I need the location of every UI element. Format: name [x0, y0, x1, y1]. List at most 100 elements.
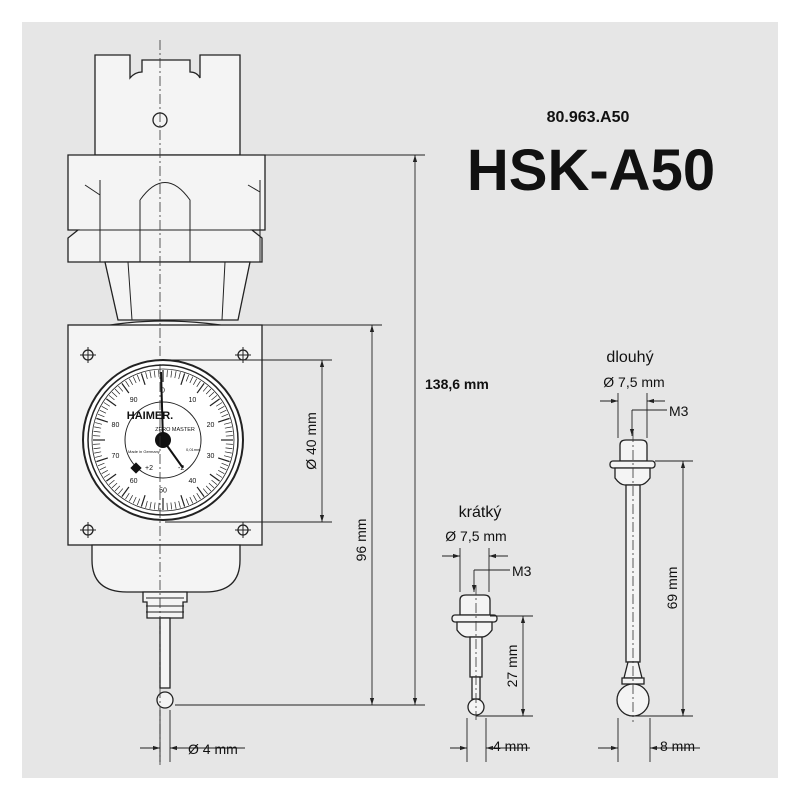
dimension-total: 138,6 mm [175, 154, 489, 706]
dial-tick [224, 451, 232, 454]
dial-tick [211, 395, 218, 401]
short-thread-label: M3 [512, 563, 532, 579]
dial-tick [216, 473, 223, 478]
dial-tick [94, 451, 102, 454]
long-diameter-label: Ø 7,5 mm [603, 374, 664, 390]
screw-icon [80, 522, 96, 538]
dial-tick [101, 405, 108, 410]
dial-number: 40 [188, 478, 196, 485]
short-diameter-label: Ø 7,5 mm [445, 528, 506, 544]
dial-tick [111, 482, 118, 489]
dial-tick [205, 388, 212, 395]
part-number: 80.963.A50 [547, 109, 630, 126]
dial-tick [225, 447, 233, 450]
dial-tick [219, 409, 227, 414]
dial-tick [103, 473, 110, 478]
tip-diameter-label: Ø 4 mm [188, 741, 238, 757]
dial-tick [95, 422, 103, 425]
dial-tick [196, 383, 205, 394]
screw-icon [235, 347, 251, 363]
dial-number: 20 [207, 422, 215, 429]
dial-tick [221, 413, 229, 418]
dial-tick [149, 501, 152, 509]
dial-tick [132, 376, 137, 384]
screw-icon [235, 522, 251, 538]
dial-tick [96, 457, 109, 463]
dial-tick [217, 417, 230, 423]
dial-tick [132, 496, 137, 504]
dial-number: 70 [112, 453, 120, 460]
dial-tick [178, 372, 181, 380]
dial-tick [223, 455, 231, 458]
dial-tick [217, 457, 230, 463]
dial-tick [196, 493, 201, 500]
dial-tick [118, 488, 124, 495]
dial-number: 90 [130, 397, 138, 404]
dial-resolution: 0,01mm [186, 447, 201, 452]
lower-housing [91, 544, 241, 593]
dial-tick [202, 385, 208, 392]
dial-tick [136, 374, 141, 382]
hsk-shank [94, 54, 241, 156]
dial-number: 30 [207, 453, 215, 460]
dial-tick [128, 495, 133, 502]
dial-tick [196, 380, 201, 387]
short-stylus-label: krátký [459, 504, 502, 521]
dial-tick [196, 486, 205, 497]
dial-tick [209, 473, 220, 482]
stylus-shaft [159, 617, 171, 689]
dial-tick [108, 479, 115, 485]
dial-tick [145, 372, 148, 380]
dial-tick [106, 473, 117, 482]
dial-tick [140, 373, 146, 386]
dial-number: 0 [161, 388, 165, 395]
dial-tick [189, 376, 194, 384]
dial-tick [185, 374, 190, 382]
body-length-label: 96 mm [353, 519, 369, 562]
dial-tick [153, 370, 156, 378]
dial-tick [128, 378, 133, 385]
stylus-short: krátký Ø 7,5 mm M3 27 mm 4 mm [442, 504, 533, 762]
dial-number: 60 [130, 478, 138, 485]
dial-tick [174, 501, 177, 509]
dimension-tip: Ø 4 mm [140, 710, 245, 762]
short-ball-label: 4 mm [493, 738, 528, 754]
dial-product: ZERO MASTER [155, 427, 195, 433]
dial-tick [209, 398, 220, 407]
model-title: HSK-A50 [467, 138, 715, 203]
dial-tick [193, 378, 198, 385]
dial-tick [101, 470, 108, 475]
dial-diameter-label: Ø 40 mm [303, 412, 319, 470]
dial-plus: +2 [145, 465, 153, 472]
dial-number: 80 [112, 422, 120, 429]
short-length-label: 27 mm [504, 645, 520, 688]
long-ball-label: 8 mm [660, 738, 695, 754]
dial-tick [178, 500, 181, 508]
dial-tick [225, 430, 233, 433]
dial-tick [185, 498, 190, 506]
dial-tick [106, 398, 117, 407]
screw-icon [80, 347, 96, 363]
dial-needle [160, 371, 164, 441]
dial-tick [218, 470, 225, 475]
dial-tick [219, 466, 227, 471]
cone [104, 261, 251, 321]
stylus-long: dlouhý Ø 7,5 mm M3 69 mm 8 mm [598, 349, 700, 762]
flange [67, 154, 266, 263]
dial-tick [114, 388, 121, 395]
dial-tick [125, 380, 130, 387]
dial-tick [95, 455, 103, 458]
dial-tick [121, 383, 130, 394]
dial-tick [93, 430, 101, 433]
dial-tick [111, 391, 118, 398]
dial-tick [99, 409, 107, 414]
stylus-ball [156, 691, 174, 709]
dial-tick [174, 371, 177, 379]
dial-tick [94, 426, 102, 429]
dial-tick [149, 371, 152, 379]
dial-made-in: Made in Germany [128, 449, 160, 454]
dial-tick [205, 485, 212, 492]
dimension-body: 96 mm [262, 324, 382, 705]
